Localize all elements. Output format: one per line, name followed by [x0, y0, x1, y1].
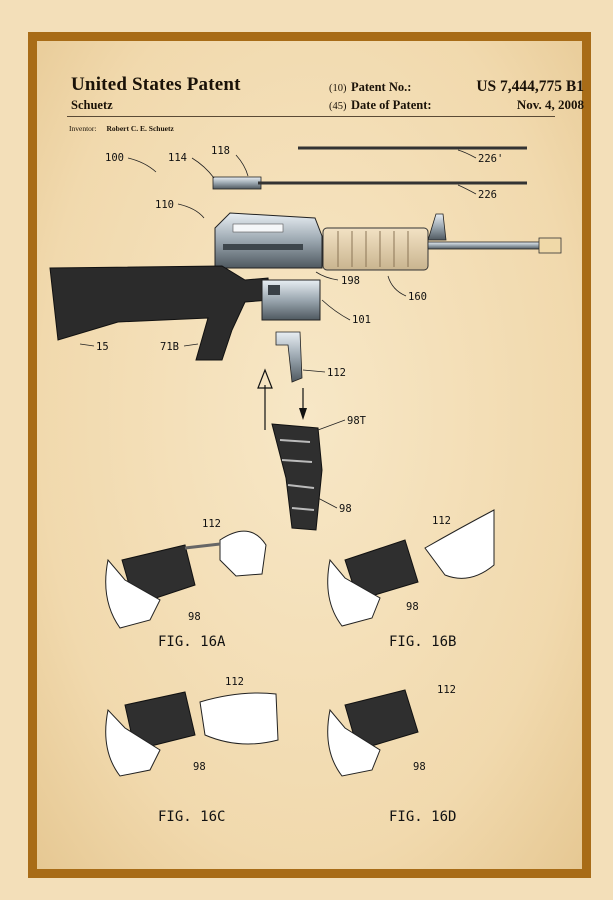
inventor-line: Inventor: Robert C. E. Schuetz [69, 124, 174, 133]
fig-16b-ref-98: 98 [406, 601, 419, 613]
ref-198: 198 [341, 275, 360, 287]
fig-16b-ref-112: 112 [432, 515, 451, 527]
ref-98t: 98T [347, 415, 367, 427]
inventor-surname: Schuetz [71, 98, 113, 112]
ref-110: 110 [155, 199, 174, 211]
header-right: (10) Patent No.: US 7,444,775 B1 (45) Da… [329, 78, 584, 116]
patent-date-code: (45) [329, 101, 347, 112]
patent-date-value: Nov. 4, 2008 [516, 97, 584, 112]
patent-date-label: Date of Patent: [351, 98, 432, 112]
ref-100: 100 [105, 152, 124, 164]
barrel [427, 237, 562, 254]
rifle-stock [49, 265, 271, 361]
fig-16a-ref-112: 112 [202, 518, 221, 530]
arrow-down [299, 388, 307, 420]
inventor-label: Inventor: [69, 124, 97, 133]
fig-16b-caption: FIG. 16B [389, 634, 456, 650]
figure-16a-illustration [105, 530, 267, 629]
ref-98: 98 [339, 503, 352, 515]
patent-number-code: (10) [329, 83, 347, 94]
fig-16c-caption: FIG. 16C [158, 809, 225, 825]
arrow-up [257, 368, 273, 430]
fig-16c-ref-98: 98 [193, 761, 206, 773]
ref-101: 101 [352, 314, 371, 326]
fig-16a-caption: FIG. 16A [158, 634, 226, 650]
magazine-catch-112 [275, 331, 303, 383]
header-left: United States Patent Schuetz [71, 74, 241, 113]
ref-71b: 71B [160, 341, 179, 353]
figure-16b-illustration [327, 509, 495, 627]
ref-114: 114 [168, 152, 187, 164]
patent-number-row: (10) Patent No.: US 7,444,775 B1 [329, 78, 584, 97]
gas-tube-226 [212, 176, 527, 190]
leader-lines [79, 149, 477, 509]
inventor-name: Robert C. E. Schuetz [106, 124, 174, 133]
figure-16d-illustration [327, 689, 419, 777]
front-sight [427, 213, 447, 241]
rifle-upper-receiver [214, 212, 323, 269]
patent-date-row: (45) Date of Patent: Nov. 4, 2008 [329, 97, 584, 116]
fig-16d-caption: FIG. 16D [389, 809, 456, 825]
fig-16d-ref-98: 98 [413, 761, 426, 773]
patent-number-value: US 7,444,775 B1 [476, 78, 584, 95]
ref-226-prime: 226' [478, 153, 503, 165]
ref-226: 226 [478, 189, 497, 201]
fig-16d-ref-112: 112 [437, 684, 456, 696]
header-rule [67, 116, 555, 117]
lower-receiver [261, 279, 321, 321]
patent-number-label: Patent No.: [351, 80, 412, 94]
patent-title: United States Patent [71, 74, 241, 95]
ref-15: 15 [96, 341, 109, 353]
ref-118: 118 [211, 145, 230, 157]
fig-16a-ref-98: 98 [188, 611, 201, 623]
handguard [322, 227, 429, 271]
magazine-98 [271, 423, 323, 531]
figure-16c-illustration [105, 691, 279, 777]
fig-16c-ref-112: 112 [225, 676, 244, 688]
ref-160: 160 [408, 291, 427, 303]
ref-112: 112 [327, 367, 346, 379]
